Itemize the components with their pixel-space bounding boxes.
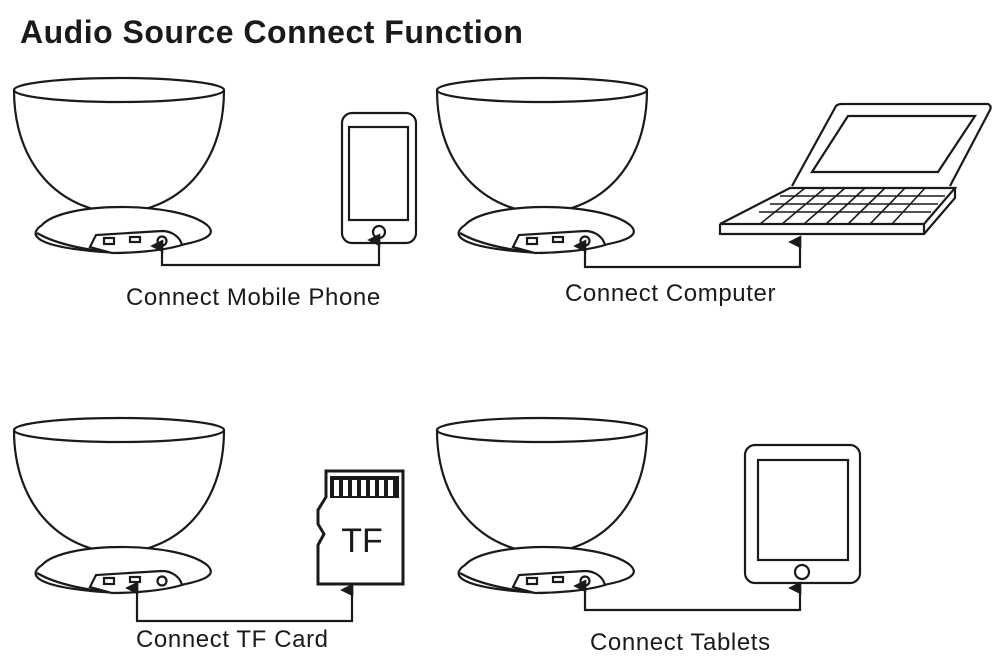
caption-computer: Connect Computer [565,280,777,307]
tablet-icon [743,443,862,585]
laptop-icon [718,102,992,236]
speaker-3 [12,416,226,595]
tf-card-icon: TF [316,469,405,586]
mobile-phone-icon [340,111,418,245]
cable-1 [150,233,381,267]
caption-tf-card: Connect TF Card [136,626,329,653]
caption-tablets: Connect Tablets [590,629,771,656]
speaker-1 [12,76,226,255]
caption-mobile-phone: Connect Mobile Phone [126,284,381,311]
cable-3 [125,581,354,623]
speaker-4 [435,416,649,595]
tf-card-label: TF [341,522,383,560]
cable-2 [573,235,802,269]
cable-4 [573,579,802,612]
speaker-2 [435,76,649,255]
page-title: Audio Source Connect Function [20,14,524,50]
